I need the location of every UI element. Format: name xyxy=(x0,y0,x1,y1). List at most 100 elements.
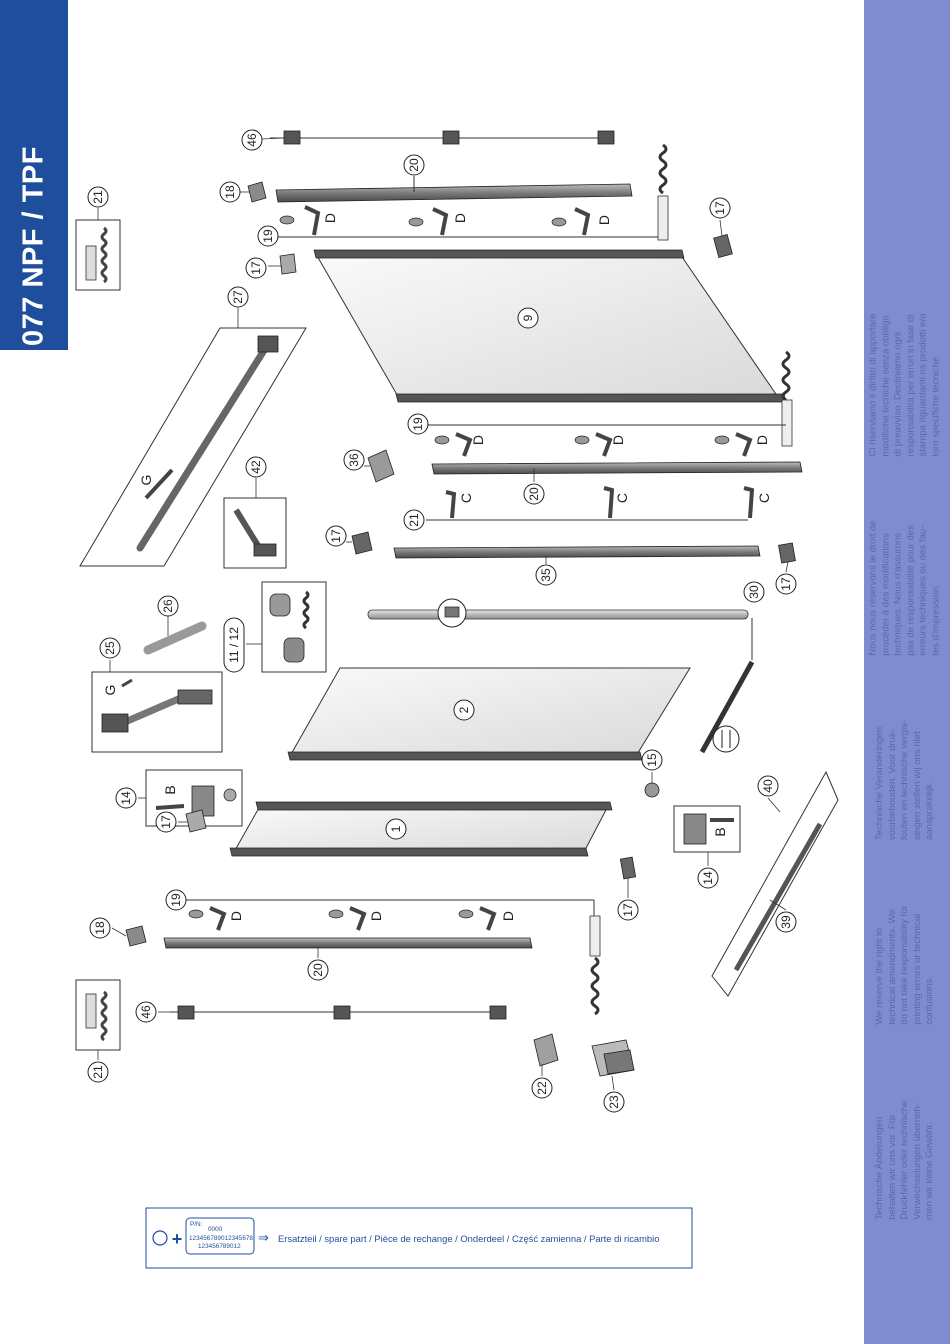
callout-30: 30 xyxy=(743,581,765,603)
disclaimer-en: We reserve the right to technical amendm… xyxy=(873,905,935,1025)
svg-text:46: 46 xyxy=(245,133,259,147)
side-panel: Technische Änderungen behalten wir uns v… xyxy=(864,0,950,1344)
letter-c-1: C xyxy=(458,493,474,503)
callout-15: 15 xyxy=(641,749,663,771)
callout-9: 9 xyxy=(517,307,539,329)
letter-c-2: C xyxy=(614,493,630,503)
part-25-box xyxy=(91,671,223,753)
screws-row-c xyxy=(426,486,755,521)
svg-text:40: 40 xyxy=(761,779,775,793)
part-15 xyxy=(644,782,660,798)
legend-arrow-icon: ⇒ xyxy=(258,1230,269,1245)
letter-d-6: D xyxy=(754,435,770,445)
svg-text:17: 17 xyxy=(713,201,727,215)
callout-11-12: 11 / 12 xyxy=(223,617,245,673)
callout-21-top: 21 xyxy=(87,186,109,208)
part-18-top xyxy=(247,181,267,203)
svg-text:18: 18 xyxy=(223,185,237,199)
part-14-box-right xyxy=(673,805,741,853)
part-9-glass-panel xyxy=(313,249,787,403)
svg-text:30: 30 xyxy=(747,585,761,599)
part-2-glass-panel xyxy=(287,667,691,761)
svg-text:9: 9 xyxy=(521,314,535,321)
part-26-roller xyxy=(143,621,207,655)
svg-text:14: 14 xyxy=(119,791,133,805)
callout-18-lower: 18 xyxy=(89,917,111,939)
part-36 xyxy=(367,449,395,483)
callouts: 46 20 18 21 17 19 17 27 9 19 42 36 20 21… xyxy=(87,129,797,1113)
svg-text:1: 1 xyxy=(389,825,403,832)
callout-26: 26 xyxy=(157,595,179,617)
letter-d-7: D xyxy=(228,911,244,921)
svg-text:17: 17 xyxy=(329,529,343,543)
legend-circle-icon xyxy=(152,1230,168,1246)
svg-text:21: 21 xyxy=(91,190,105,204)
part-35-rail xyxy=(393,545,761,559)
part-17-lower-left xyxy=(185,809,207,833)
callout-46-top: 46 xyxy=(241,129,263,151)
callout-17-upper-left: 17 xyxy=(245,257,267,279)
svg-text:21: 21 xyxy=(91,1065,105,1079)
svg-text:19: 19 xyxy=(261,229,275,243)
callout-25: 25 xyxy=(99,637,121,659)
part-20-top-rail xyxy=(275,176,633,203)
svg-text:39: 39 xyxy=(779,915,793,929)
svg-text:21: 21 xyxy=(407,513,421,527)
letter-d-1: D xyxy=(322,213,338,223)
svg-text:19: 19 xyxy=(411,417,425,431)
callout-40: 40 xyxy=(757,775,779,797)
part-46-bottom xyxy=(170,1005,507,1020)
svg-text:15: 15 xyxy=(645,753,659,767)
letter-g-1: G xyxy=(138,475,154,486)
screws-row-middle xyxy=(428,424,786,457)
legend-text: Ersatzteil / spare part / Pièce de recha… xyxy=(278,1233,659,1244)
letter-d-8: D xyxy=(368,911,384,921)
title-bar: 077 NPF / TPF xyxy=(0,0,68,350)
part-17-mid-right xyxy=(778,542,796,564)
callout-20-top: 20 xyxy=(403,154,425,176)
part-17-mid-left xyxy=(351,531,373,555)
part-46-top xyxy=(270,130,615,145)
callout-14-left: 14 xyxy=(115,787,137,809)
callout-18-top: 18 xyxy=(219,181,241,203)
part-22 xyxy=(533,1033,559,1067)
svg-text:20: 20 xyxy=(311,963,325,977)
callout-1: 1 xyxy=(385,818,407,840)
letter-d-4: D xyxy=(470,435,486,445)
svg-text:22: 22 xyxy=(535,1081,549,1095)
callout-23: 23 xyxy=(603,1091,625,1113)
callout-14-right: 14 xyxy=(697,867,719,889)
letter-labels: D D D D D D C C C G G B B D D D xyxy=(102,213,772,921)
legend-barcode-2: 123456789012 xyxy=(198,1243,241,1250)
callout-17-lower-left: 17 xyxy=(155,811,177,833)
svg-text:11 / 12: 11 / 12 xyxy=(227,627,241,663)
screws-row-lower xyxy=(186,899,601,1016)
svg-text:20: 20 xyxy=(407,158,421,172)
svg-text:20: 20 xyxy=(527,487,541,501)
letter-b-2: B xyxy=(712,827,728,836)
callout-36: 36 xyxy=(343,449,365,471)
part-11-12-box xyxy=(261,581,327,673)
callout-19-lower: 19 xyxy=(165,889,187,911)
callout-21-middle: 21 xyxy=(403,509,425,531)
part-42-box xyxy=(223,497,287,569)
part-17-upper-left xyxy=(279,253,297,275)
svg-text:35: 35 xyxy=(539,568,553,582)
svg-text:27: 27 xyxy=(231,290,245,304)
part-20-middle-rail xyxy=(431,461,803,475)
part-18-lower xyxy=(125,925,147,947)
svg-text:46: 46 xyxy=(139,1005,153,1019)
part-30-rod xyxy=(367,598,753,660)
callout-22: 22 xyxy=(531,1077,553,1099)
legend-box: + P/N: 0000 123456789012345678 123456789… xyxy=(145,1207,693,1269)
svg-text:36: 36 xyxy=(347,453,361,467)
svg-text:25: 25 xyxy=(103,641,117,655)
disclaimer-fr: Nous nous réservons le droit de procéder… xyxy=(867,520,942,656)
part-23 xyxy=(591,1039,635,1077)
part-27-arm-box xyxy=(79,327,307,567)
part-17-lower-right xyxy=(619,856,637,880)
callout-19-middle: 19 xyxy=(407,413,429,435)
legend-barcode-1: 123456789012345678 xyxy=(189,1235,253,1242)
callout-39: 39 xyxy=(775,911,797,933)
letter-b-1: B xyxy=(162,785,178,794)
